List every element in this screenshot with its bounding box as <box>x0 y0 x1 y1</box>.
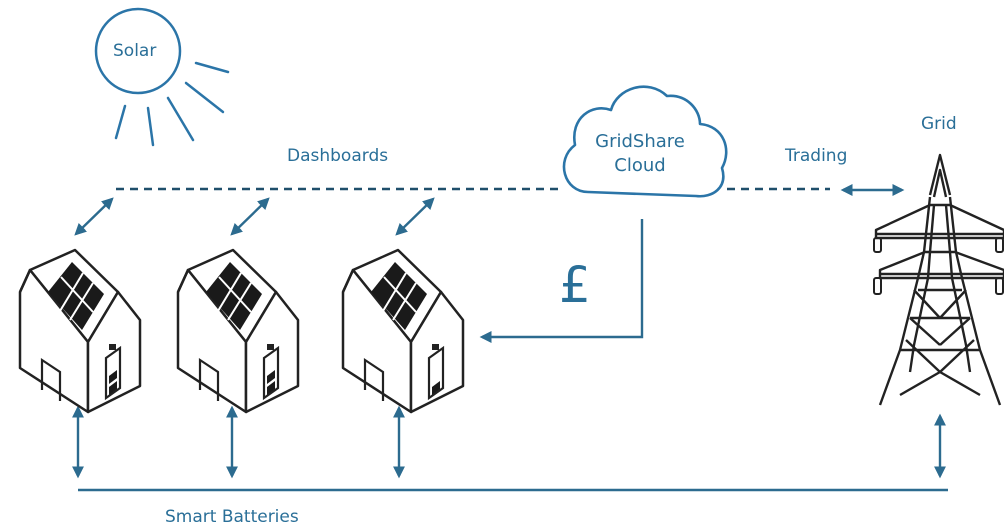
battery-1-level <box>109 370 117 395</box>
smart-batteries-label: Smart Batteries <box>165 507 299 527</box>
pylon-icon <box>873 153 1004 406</box>
dashboards-label: Dashboards <box>287 146 389 166</box>
cloud-icon <box>562 85 728 198</box>
currency-symbol: £ <box>559 256 591 314</box>
grid-label: Grid <box>921 114 957 134</box>
house-3 <box>341 248 465 414</box>
sun-icon <box>94 7 230 147</box>
cloud-label: GridShare Cloud <box>580 130 700 178</box>
battery-3-level <box>432 381 440 395</box>
cloud-label-line1: GridShare <box>595 131 685 152</box>
battery-level-bar <box>109 381 117 395</box>
house-2 <box>176 248 300 414</box>
battery-level-bar <box>432 381 440 395</box>
house-3-dashboard-arrow <box>395 197 435 236</box>
battery-2-level <box>267 370 275 395</box>
trading-label: Trading <box>785 146 848 166</box>
solar-label: Solar <box>113 41 157 61</box>
battery-level-bar <box>109 370 117 384</box>
house-2-dashboard-arrow <box>230 197 270 236</box>
payment-arrow <box>479 219 644 343</box>
battery-level-bar <box>267 381 275 395</box>
house-1-dashboard-arrow <box>74 197 114 236</box>
cloud-label-line2: Cloud <box>614 155 666 176</box>
battery-level-bar <box>267 370 275 384</box>
house-1 <box>18 248 142 414</box>
